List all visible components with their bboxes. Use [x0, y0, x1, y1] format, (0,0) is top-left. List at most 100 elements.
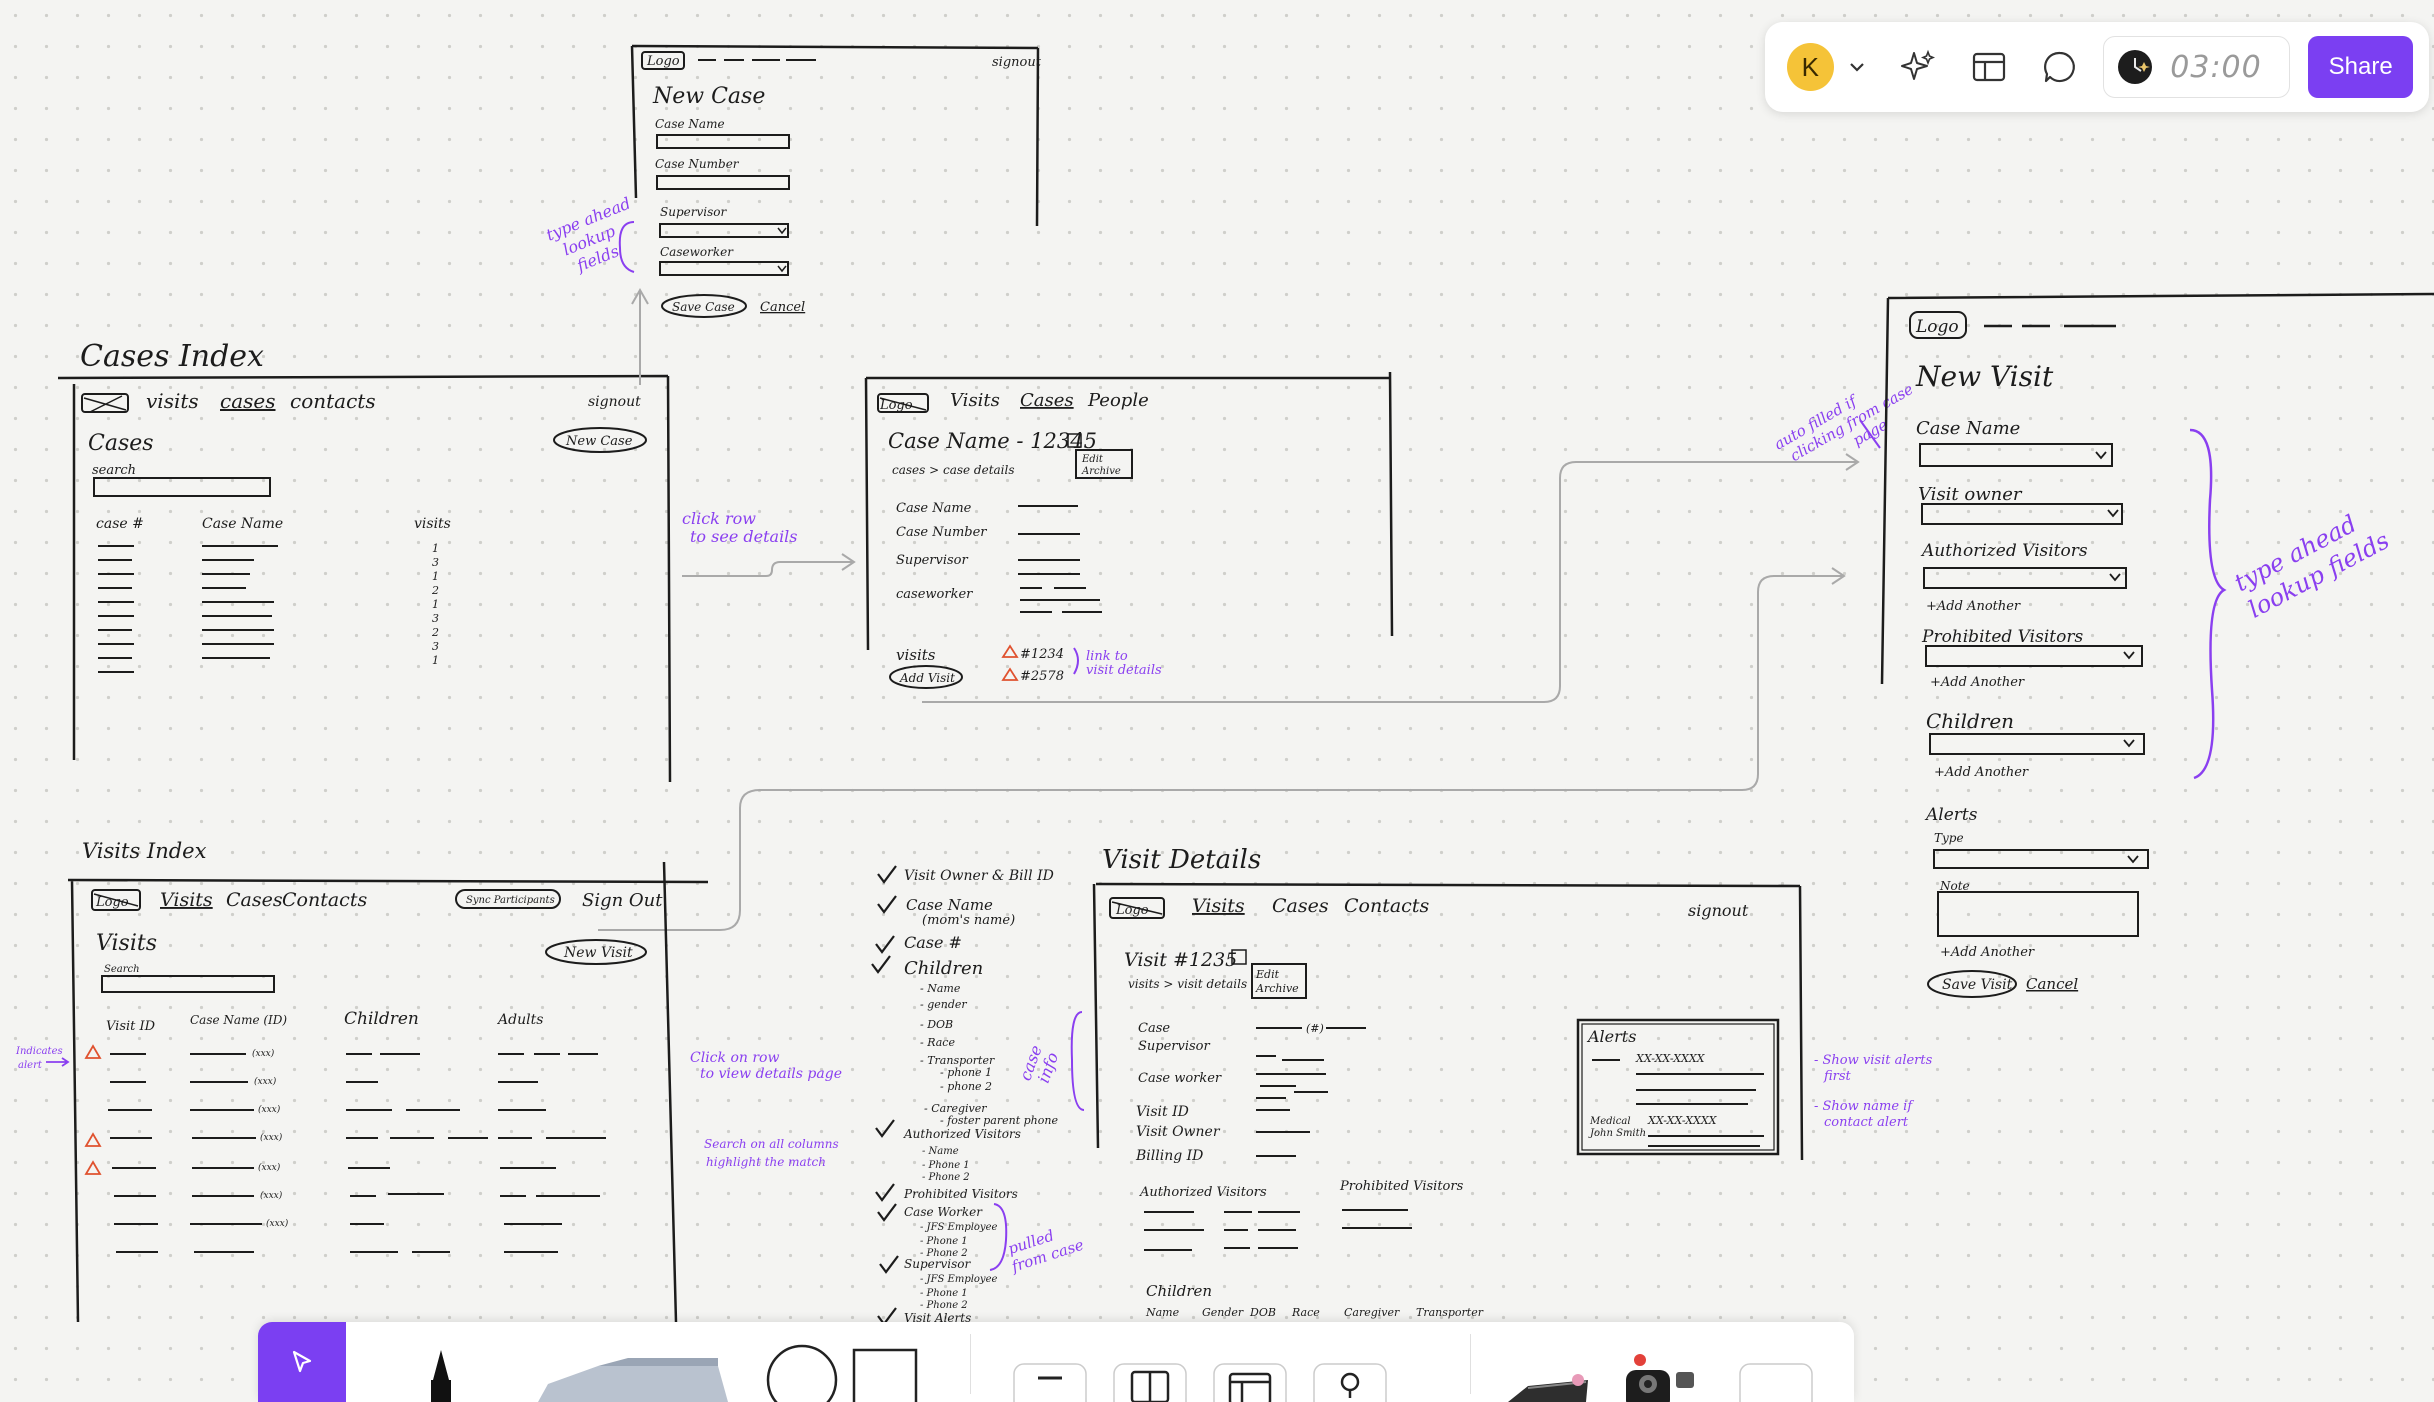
highlighter-icon	[538, 1358, 728, 1402]
breadcrumb: cases > case details	[892, 463, 1015, 477]
visits-label: visits	[896, 646, 936, 664]
ai-sparkle-icon[interactable]	[1899, 47, 1938, 87]
text-tool[interactable]	[1010, 1322, 1090, 1402]
checklist-subitem: - Transporter	[920, 1054, 995, 1067]
add-visit-button: Add Visit	[899, 671, 955, 685]
cancel-link: Cancel	[2026, 975, 2078, 993]
search-label: search	[92, 463, 136, 478]
note-line: highlight the match	[706, 1155, 826, 1169]
note-line: to view details page	[700, 1066, 842, 1082]
note-line: - Show visit alerts	[1814, 1053, 1933, 1068]
new-case-title: New Case	[652, 84, 765, 109]
table-tool[interactable]	[1110, 1322, 1190, 1402]
note-line: Click on row	[690, 1050, 779, 1066]
visit-count: 1	[432, 542, 439, 555]
add-another-link: +Add Another	[1926, 599, 2021, 614]
breadcrumb: visits > visit details	[1128, 977, 1247, 991]
field-label: Prohibited Visitors	[1921, 627, 2083, 647]
field-label: Case worker	[1138, 1071, 1222, 1086]
checklist-subitem: - Phone 2	[920, 1248, 968, 1259]
note-line: Search on all columns	[704, 1137, 839, 1151]
nav-contacts: Contacts	[1344, 895, 1429, 917]
visit-title: Visit #1235	[1124, 949, 1237, 971]
checklist-subitem: - gender	[920, 998, 967, 1011]
checklist-subitem: - Phone 1	[922, 1160, 970, 1171]
type-label: Type	[1934, 831, 1964, 845]
timer-widget[interactable]: 03:00	[2103, 36, 2291, 98]
section-tool[interactable]	[1210, 1322, 1290, 1402]
column-header: Caregiver	[1344, 1306, 1400, 1319]
search-label: Search	[104, 964, 140, 975]
add-another-link: +Add Another	[1930, 675, 2025, 690]
case-id: (xxx)	[266, 1218, 289, 1229]
circle-shape-tool[interactable]	[764, 1322, 840, 1402]
stamp-icon	[1313, 1363, 1387, 1402]
visit-count: 1	[432, 598, 439, 611]
column-header: Transporter	[1416, 1306, 1484, 1319]
section-label: Authorized Visitors	[1139, 1185, 1267, 1200]
note-line: Indicates	[15, 1046, 63, 1057]
checklist-subitem: - JFS Employee	[920, 1222, 998, 1233]
case-id: (xxx)	[260, 1132, 283, 1143]
alert-type: Medical	[1589, 1116, 1631, 1127]
new-case-wireframe: Logo signout New Case Case Name Case Num…	[543, 44, 1042, 318]
note-label: Note	[1939, 879, 1970, 893]
alerts-label: Alerts	[1924, 805, 1978, 825]
logo-label: Logo	[646, 54, 680, 69]
nav-visits: Visits	[160, 889, 213, 911]
checklist-subitem: - phone 1	[940, 1066, 992, 1079]
logo-label: Logo	[95, 895, 129, 910]
checklist-subitem: - Name	[920, 982, 961, 995]
layout-icon[interactable]	[1970, 47, 2009, 87]
visit-count: 1	[432, 570, 439, 583]
nav-contacts: contacts	[290, 389, 376, 413]
nav-people: People	[1087, 390, 1149, 411]
column-header: case #	[96, 516, 144, 532]
logo-label: Logo	[1115, 903, 1149, 918]
bottom-toolbar	[258, 1322, 1854, 1402]
field-label: Case Name	[896, 501, 972, 516]
user-avatar[interactable]: K	[1787, 43, 1834, 91]
checklist-item: Supervisor	[904, 1257, 971, 1271]
timer-value: 03:00	[2170, 49, 2262, 85]
more-tool[interactable]	[1736, 1322, 1816, 1402]
comment-icon[interactable]	[2040, 47, 2079, 87]
square-shape-tool[interactable]	[850, 1322, 920, 1402]
case-id: (xxx)	[258, 1162, 281, 1173]
signout-text: signout	[588, 394, 641, 410]
widgets-tool[interactable]	[1508, 1322, 1708, 1402]
cancel-link: Cancel	[760, 300, 805, 315]
circle-icon	[766, 1344, 838, 1402]
column-header: Case Name	[202, 516, 283, 532]
edit-button: Edit	[1081, 454, 1104, 465]
case-details-wireframe: Logo Visits Cases People Case Name - 123…	[864, 371, 1394, 689]
visit-count: 3	[432, 556, 439, 569]
checklist-subitem: - Race	[920, 1036, 955, 1049]
stamp-tool[interactable]	[1310, 1322, 1390, 1402]
field-label: Caseworker	[660, 245, 734, 259]
checklist-subitem: - Phone 1	[920, 1288, 968, 1299]
select-tool[interactable]	[258, 1322, 346, 1402]
note-autofill: auto filled if clicking from case page	[1771, 380, 1916, 465]
column-header: Case Name (ID)	[190, 1013, 287, 1027]
field-label: Visit owner	[1918, 484, 2023, 505]
pen-tool[interactable]	[416, 1322, 466, 1402]
nav-cases: Cases	[226, 889, 283, 911]
pen-icon	[431, 1350, 451, 1402]
nav-contacts: Contacts	[282, 889, 367, 911]
checklist-subitem: - Caregiver	[924, 1102, 987, 1115]
field-label: Billing ID	[1135, 1148, 1203, 1164]
checklist-subitem: - foster parent phone	[940, 1114, 1058, 1127]
sync-button: Sync Participants	[466, 895, 555, 906]
share-button[interactable]: Share	[2308, 36, 2414, 98]
column-header: Adults	[496, 1012, 543, 1028]
chevron-down-icon[interactable]	[1848, 57, 1867, 77]
highlighter-tool[interactable]	[538, 1322, 738, 1402]
visit-details-wireframe: Visit Details Logo Visits Cases Contacts…	[1092, 845, 1933, 1319]
new-visit-wireframe: Logo New Visit Case Name Visit owner Aut…	[1880, 292, 2434, 998]
section-label: Children	[1146, 1282, 1212, 1300]
field-label: Children	[1926, 709, 2014, 733]
page-heading: Cases	[88, 431, 154, 456]
visit-count: 2	[431, 626, 439, 639]
